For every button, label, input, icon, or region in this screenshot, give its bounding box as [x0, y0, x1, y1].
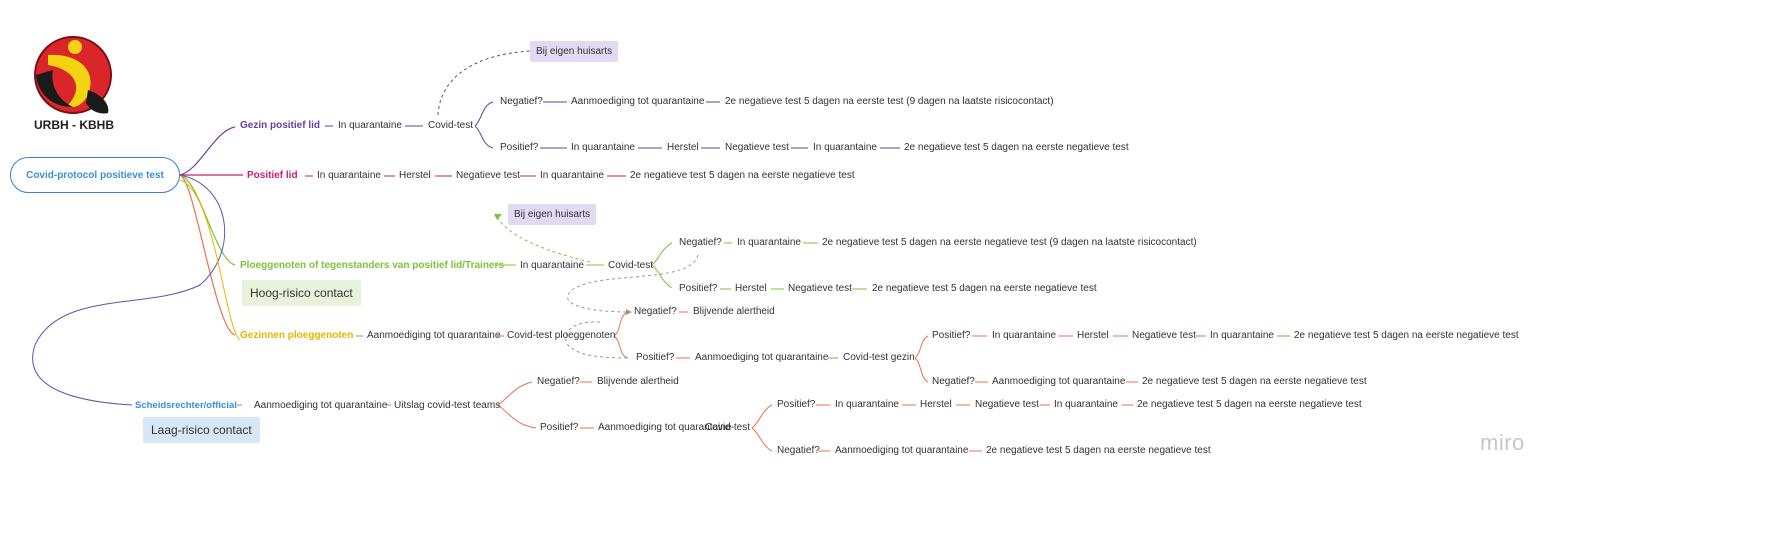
- gezin-huisarts-tag[interactable]: Bij eigen huisarts: [530, 41, 619, 62]
- gezinnen-pos-step-1[interactable]: Aanmoediging tot quarantaine: [695, 352, 829, 363]
- ploeg-positief[interactable]: Positief?: [679, 283, 718, 294]
- scheids-pp-step-4[interactable]: In quarantaine: [1054, 399, 1118, 410]
- branch-scheidsrechter[interactable]: Scheidsrechter/official: [135, 400, 237, 411]
- scheids-pos-covid-test[interactable]: Covid-test: [705, 422, 751, 433]
- gezin-test-pos-step-5[interactable]: 2e negatieve test 5 dagen na eerste nega…: [1294, 330, 1519, 341]
- gezin-pos-step-4[interactable]: In quarantaine: [813, 142, 877, 153]
- scheids-uitslag[interactable]: Uitslag covid-test teams: [394, 400, 501, 411]
- ploeg-neg-step-2[interactable]: 2e negatieve test 5 dagen na eerste nega…: [822, 237, 1197, 248]
- gezin-test-pos-step-1[interactable]: In quarantaine: [992, 330, 1056, 341]
- gezinnen-negatief[interactable]: Negatief?: [634, 306, 677, 317]
- scheids-pp-step-3[interactable]: Negatieve test: [975, 399, 1039, 410]
- gezin-quarantaine[interactable]: In quarantaine: [338, 120, 402, 131]
- scheids-pp-step-5[interactable]: 2e negatieve test 5 dagen na eerste nega…: [1137, 399, 1362, 410]
- gezin-neg-step-1[interactable]: Aanmoediging tot quarantaine: [571, 96, 705, 107]
- hoog-risico-tag[interactable]: Hoog-risico contact: [242, 280, 361, 306]
- ploeg-pos-step-2[interactable]: Negatieve test: [788, 283, 852, 294]
- scheids-pn-step-1[interactable]: Aanmoediging tot quarantaine: [835, 445, 969, 456]
- gezinnen-neg-step[interactable]: Blijvende alertheid: [693, 306, 775, 317]
- gezin-pos-step-5[interactable]: 2e negatieve test 5 dagen na eerste nega…: [904, 142, 1129, 153]
- gezin-test-neg-step-1[interactable]: Aanmoediging tot quarantaine: [992, 376, 1126, 387]
- scheids-neg-step[interactable]: Blijvende alertheid: [597, 376, 679, 387]
- gezin-test-pos-step-4[interactable]: In quarantaine: [1210, 330, 1274, 341]
- gezin-test-positief[interactable]: Positief?: [932, 330, 971, 341]
- logo-graphic: [34, 36, 112, 114]
- ploeg-huisarts-tag[interactable]: Bij eigen huisarts: [508, 204, 597, 225]
- gezin-positief[interactable]: Positief?: [500, 142, 539, 153]
- root-topic[interactable]: Covid-protocol positieve test: [10, 157, 180, 193]
- ploeg-quarantaine[interactable]: In quarantaine: [520, 260, 584, 271]
- scheids-pn[interactable]: Negatief?: [777, 445, 820, 456]
- positief-step-5[interactable]: 2e negatieve test 5 dagen na eerste nega…: [630, 170, 855, 181]
- branch-ploeggenoten[interactable]: Ploeggenoten of tegenstanders van positi…: [240, 260, 504, 271]
- scheids-pp-step-2[interactable]: Herstel: [920, 399, 952, 410]
- gezin-test-pos-step-3[interactable]: Negatieve test: [1132, 330, 1196, 341]
- gezin-pos-step-3[interactable]: Negatieve test: [725, 142, 789, 153]
- gezinnen-positief[interactable]: Positief?: [636, 352, 675, 363]
- gezin-test-neg-step-2[interactable]: 2e negatieve test 5 dagen na eerste nega…: [1142, 376, 1367, 387]
- logo-text: URBH - KBHB: [34, 118, 114, 132]
- scheids-positief[interactable]: Positief?: [540, 422, 579, 433]
- scheids-pp-step-1[interactable]: In quarantaine: [835, 399, 899, 410]
- scheids-pp[interactable]: Positief?: [777, 399, 816, 410]
- positief-step-1[interactable]: In quarantaine: [317, 170, 381, 181]
- branch-positief-lid[interactable]: Positief lid: [247, 170, 298, 181]
- laag-risico-tag[interactable]: Laag-risico contact: [143, 417, 260, 443]
- scheids-negatief[interactable]: Negatief?: [537, 376, 580, 387]
- ploeg-negatief[interactable]: Negatief?: [679, 237, 722, 248]
- gezinnen-pos-step-2[interactable]: Covid-test gezin: [843, 352, 915, 363]
- ploeg-pos-step-1[interactable]: Herstel: [735, 283, 767, 294]
- scheids-pos-aanmoediging[interactable]: Aanmoediging tot quarantaine: [598, 422, 732, 433]
- gezin-negatief[interactable]: Negatief?: [500, 96, 543, 107]
- ploeg-pos-step-3[interactable]: 2e negatieve test 5 dagen na eerste nega…: [872, 283, 1097, 294]
- gezin-pos-step-2[interactable]: Herstel: [667, 142, 699, 153]
- gezin-covid-test[interactable]: Covid-test: [428, 120, 474, 131]
- positief-step-3[interactable]: Negatieve test: [456, 170, 520, 181]
- ploeg-covid-test[interactable]: Covid-test: [608, 260, 654, 271]
- branch-gezinnen-ploeggenoten[interactable]: Gezinnen ploeggenoten: [240, 330, 354, 341]
- miro-watermark: miro: [1480, 430, 1525, 455]
- gezinnen-aanmoediging[interactable]: Aanmoediging tot quarantaine: [367, 330, 501, 341]
- scheids-aanmoediging[interactable]: Aanmoediging tot quarantaine: [254, 400, 388, 411]
- gezin-neg-step-2[interactable]: 2e negatieve test 5 dagen na eerste test…: [725, 96, 1054, 107]
- positief-step-4[interactable]: In quarantaine: [540, 170, 604, 181]
- gezin-test-negatief[interactable]: Negatief?: [932, 376, 975, 387]
- urbh-kbhb-logo-icon: URBH - KBHB: [28, 35, 118, 135]
- branch-gezin-positief-lid[interactable]: Gezin positief lid: [240, 120, 321, 131]
- gezin-pos-step-1[interactable]: In quarantaine: [571, 142, 635, 153]
- positief-step-2[interactable]: Herstel: [399, 170, 431, 181]
- gezinnen-covid-test[interactable]: Covid-test ploeggenoten: [507, 330, 616, 341]
- scheids-pn-step-2[interactable]: 2e negatieve test 5 dagen na eerste nega…: [986, 445, 1211, 456]
- gezin-test-pos-step-2[interactable]: Herstel: [1077, 330, 1109, 341]
- ploeg-neg-step-1[interactable]: In quarantaine: [737, 237, 801, 248]
